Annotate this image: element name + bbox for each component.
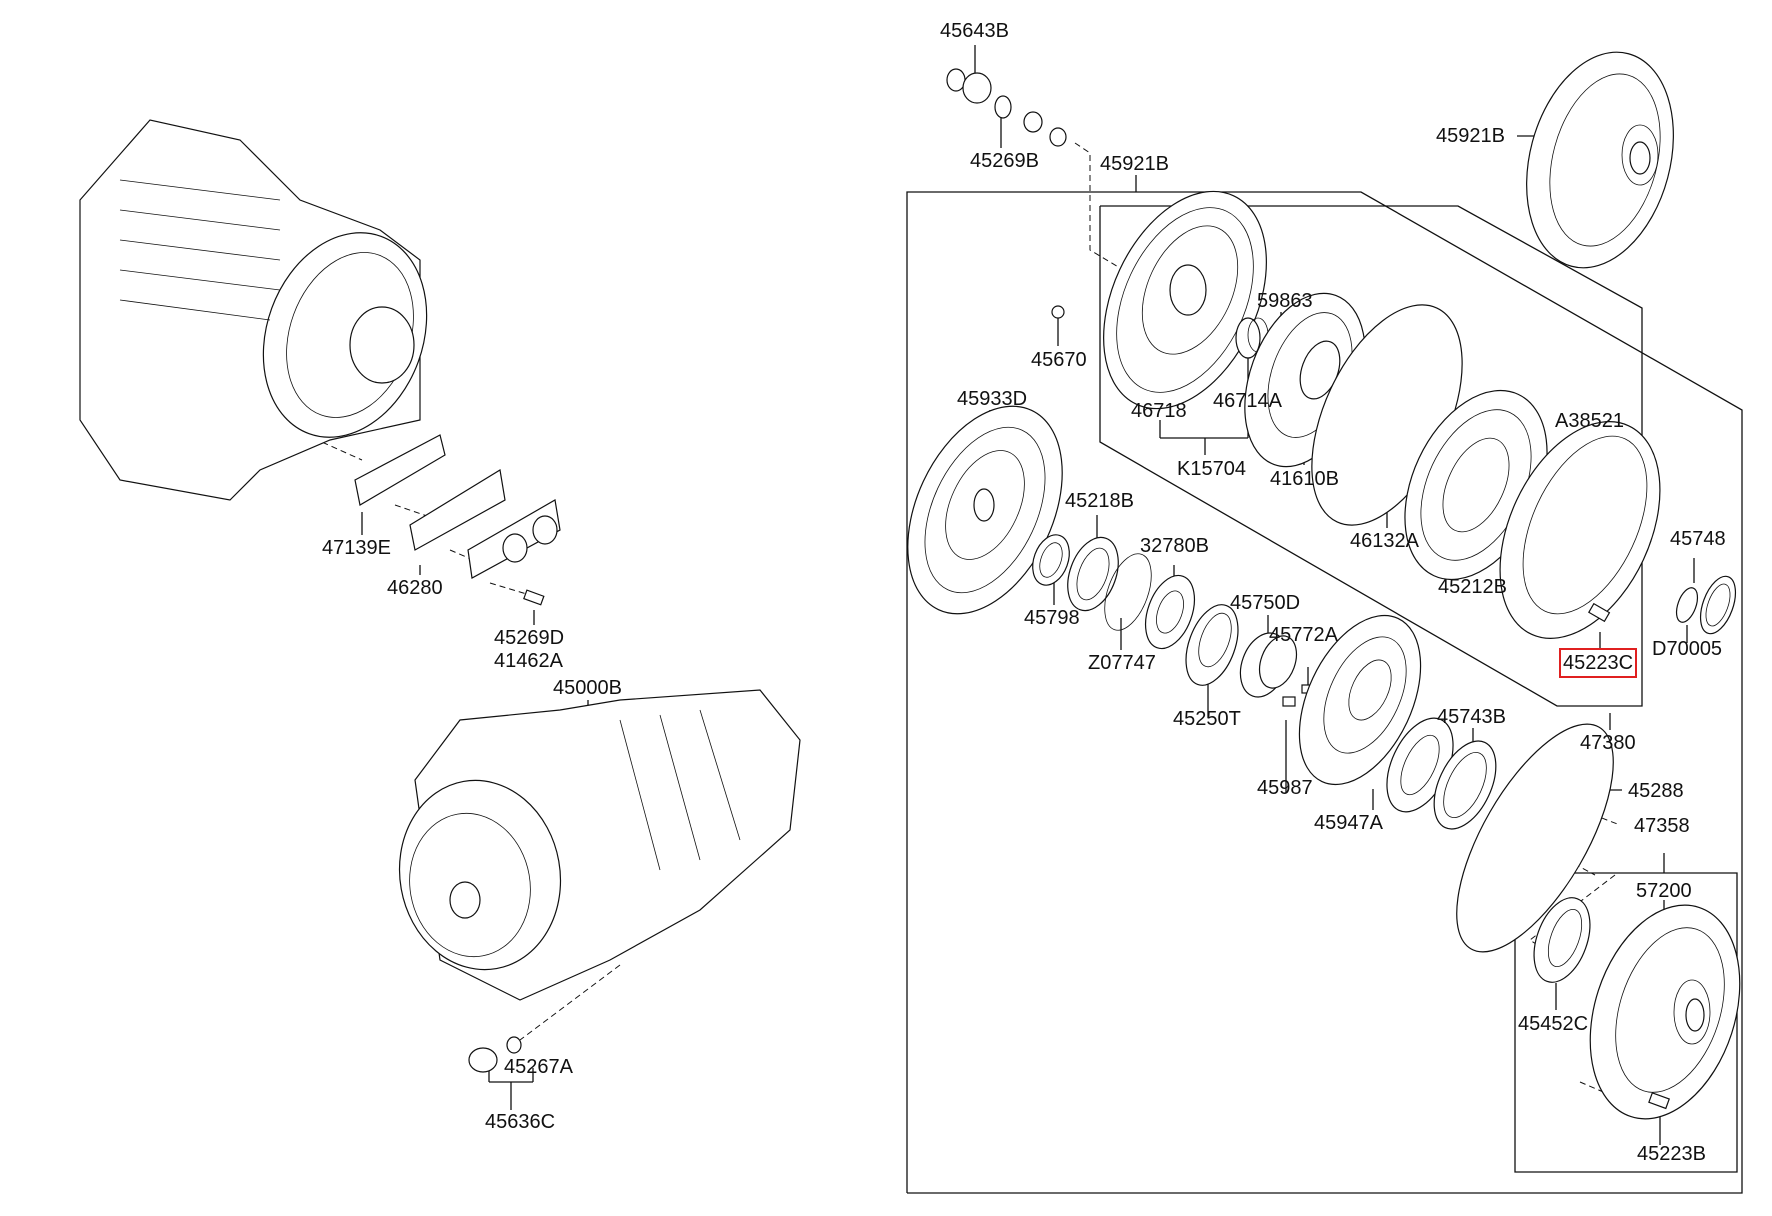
label-41610B[interactable]: 41610B xyxy=(1270,468,1339,490)
part-45643B-seal xyxy=(946,68,992,104)
label-47380[interactable]: 47380 xyxy=(1580,732,1636,754)
label-46718[interactable]: 46718 xyxy=(1131,400,1187,422)
label-47358[interactable]: 47358 xyxy=(1634,815,1690,837)
label-45921B-group[interactable]: 45921B xyxy=(1100,153,1169,175)
label-45750D[interactable]: 45750D xyxy=(1230,592,1301,614)
part-45670-nut xyxy=(1051,305,1065,319)
label-D70005[interactable]: D70005 xyxy=(1652,638,1723,660)
label-45212B[interactable]: 45212B xyxy=(1438,576,1507,598)
label-59863[interactable]: 59863 xyxy=(1257,290,1313,312)
label-45452C[interactable]: 45452C xyxy=(1518,1013,1589,1035)
part-45250T-race xyxy=(1185,604,1239,686)
label-45772A[interactable]: 45772A xyxy=(1269,624,1338,646)
label-46280[interactable]: 46280 xyxy=(387,577,443,599)
part-47139E-gasket xyxy=(354,434,446,506)
part-45743B-bearing xyxy=(1433,740,1497,830)
label-45670[interactable]: 45670 xyxy=(1031,349,1087,371)
part-45452C-washer xyxy=(1533,897,1591,983)
part-45987-spring xyxy=(1282,696,1296,707)
part-45288-oring xyxy=(1456,723,1614,953)
part-45223C-bolt xyxy=(1588,602,1611,623)
part-45750D-clutch xyxy=(1239,632,1298,698)
part-Z07747-snapring xyxy=(1104,553,1152,631)
label-41462A[interactable]: 41462A xyxy=(494,650,563,672)
label-46132A[interactable]: 46132A xyxy=(1350,530,1419,552)
label-45288[interactable]: 45288 xyxy=(1628,780,1684,802)
label-45636C[interactable]: 45636C xyxy=(485,1111,556,1133)
label-47139E[interactable]: 47139E xyxy=(322,537,391,559)
part-32780B-sprocket xyxy=(1144,574,1196,650)
part-fitting xyxy=(1023,111,1067,147)
label-45250T[interactable]: 45250T xyxy=(1173,708,1241,730)
part-45947A-stator xyxy=(1298,614,1422,786)
label-45921B[interactable]: 45921B xyxy=(1436,125,1505,147)
part-45269D-bolt xyxy=(523,589,545,606)
label-45743B[interactable]: 45743B xyxy=(1437,706,1506,728)
label-32780B[interactable]: 32780B xyxy=(1140,535,1209,557)
label-45223C-highlighted[interactable]: 45223C xyxy=(1558,648,1638,678)
label-45987[interactable]: 45987 xyxy=(1257,777,1313,799)
label-45947A[interactable]: 45947A xyxy=(1314,812,1383,834)
transmission-lower xyxy=(398,689,801,1001)
label-45748[interactable]: 45748 xyxy=(1670,528,1726,550)
label-45267A[interactable]: 45267A xyxy=(504,1056,573,1078)
transmission-upper xyxy=(79,119,428,501)
part-45748-seal xyxy=(1699,575,1737,635)
label-K15704[interactable]: K15704 xyxy=(1177,458,1246,480)
label-45218B[interactable]: 45218B xyxy=(1065,490,1134,512)
part-45218B-plate xyxy=(1067,536,1119,612)
label-57200[interactable]: 57200 xyxy=(1636,880,1692,902)
label-45223B[interactable]: 45223B xyxy=(1637,1143,1706,1165)
label-Z07747[interactable]: Z07747 xyxy=(1088,652,1156,674)
label-45269D[interactable]: 45269D xyxy=(494,627,565,649)
label-45798[interactable]: 45798 xyxy=(1024,607,1080,629)
label-46714A[interactable]: 46714A xyxy=(1213,390,1282,412)
part-46280-plate xyxy=(409,469,506,551)
part-45798-washer xyxy=(1032,534,1070,586)
label-45269B[interactable]: 45269B xyxy=(970,150,1039,172)
part-45933D-turbine xyxy=(907,405,1063,615)
part-45921B-converter-top xyxy=(1526,51,1674,269)
part-45636C-plug xyxy=(468,1047,498,1073)
label-45000B[interactable]: 45000B xyxy=(553,677,622,699)
group-frame-47380 xyxy=(1099,205,1643,707)
part-57200-converter xyxy=(1589,904,1741,1120)
part-A38521-plate xyxy=(1499,421,1661,639)
part-45269B-oring xyxy=(994,95,1012,119)
part-filter xyxy=(467,499,561,579)
label-A38521[interactable]: A38521 xyxy=(1555,410,1624,432)
part-45223B-bolt xyxy=(1648,1092,1670,1110)
label-45643B[interactable]: 45643B xyxy=(940,20,1009,42)
part-46718-pump xyxy=(1103,190,1267,410)
group-frame-45921B xyxy=(906,191,1743,1194)
part-45267A-oring xyxy=(506,1036,522,1054)
part-D70005-seal xyxy=(1675,587,1699,623)
label-45933D[interactable]: 45933D xyxy=(957,388,1028,410)
